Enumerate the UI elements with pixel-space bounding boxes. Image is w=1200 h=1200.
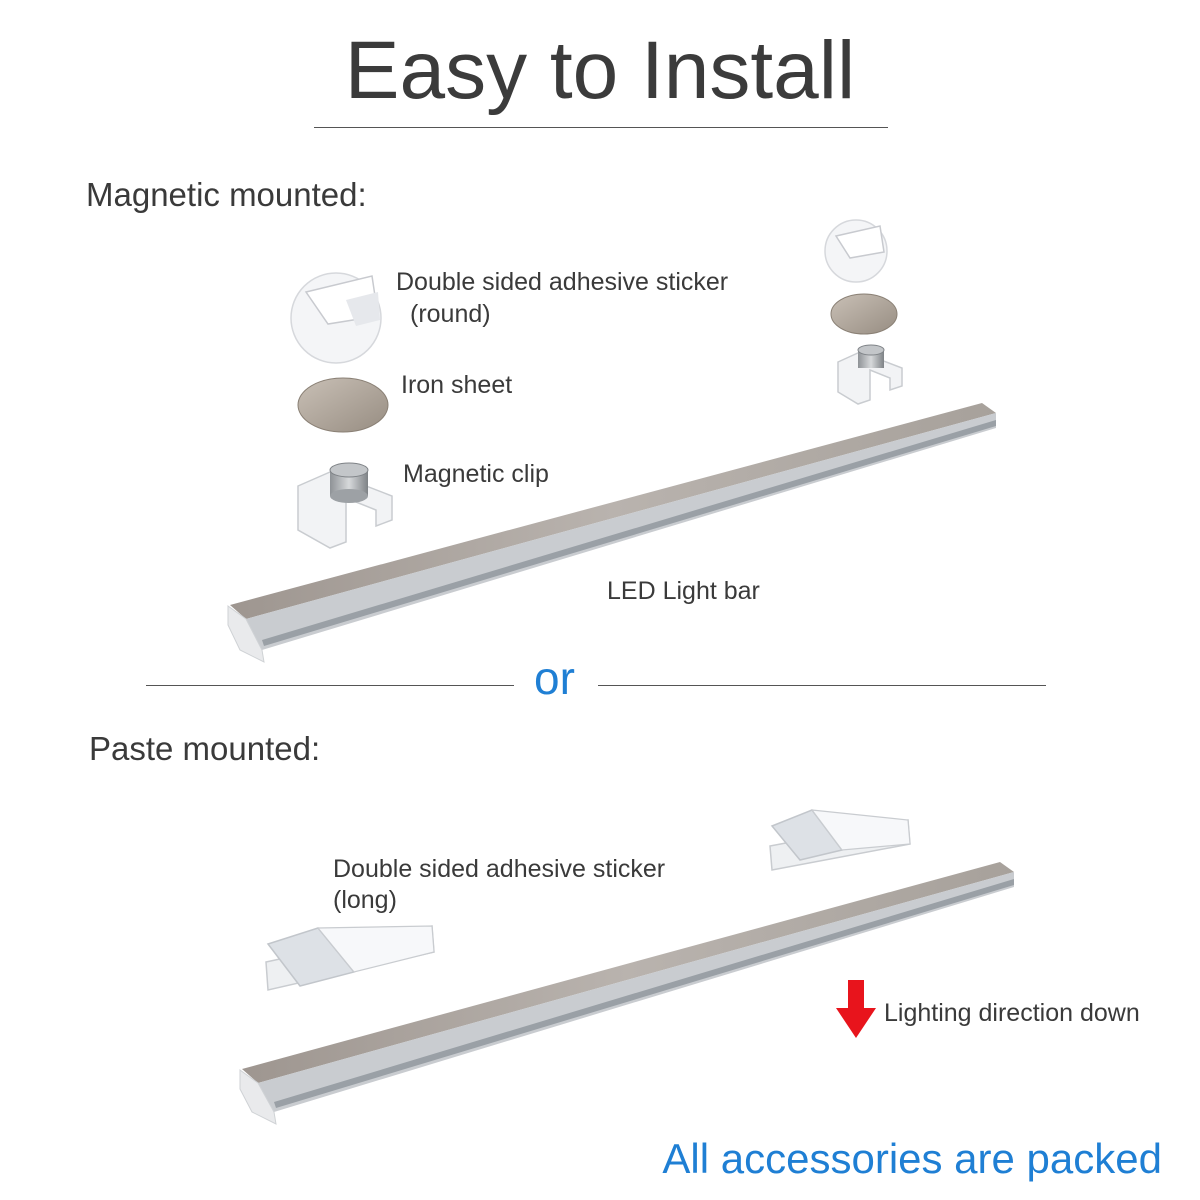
magnetic-clip-small-icon [837,344,903,405]
iron-sheet-icon [297,377,389,433]
title-underline [314,127,888,128]
round-sticker-icon [290,272,382,364]
footer-note: All accessories are packed [662,1135,1162,1182]
or-divider-text: or [534,652,575,704]
page-title: Easy to Install [344,25,856,116]
divider-left [146,685,514,686]
down-arrow-icon [836,980,876,1038]
long-sticker-icon [265,925,435,991]
lighting-direction-label: Lighting direction down [884,999,1140,1027]
sticker-round-sublabel: (round) [410,300,491,328]
magnetic-heading: Magnetic mounted: [86,176,367,213]
magnetic-clip-icon [297,462,393,549]
divider-right [598,685,1046,686]
iron-sheet-label: Iron sheet [401,371,513,399]
long-sticker-small-icon [769,809,911,871]
paste-heading: Paste mounted: [89,730,321,767]
sticker-long-sublabel: (long) [333,886,397,914]
led-light-bar-bottom [239,862,1014,1125]
led-light-bar-top [227,403,996,663]
light-bar-label: LED Light bar [607,577,760,605]
round-sticker-small-icon [824,219,888,283]
magnetic-clip-label: Magnetic clip [403,460,549,488]
sticker-long-label: Double sided adhesive sticker [333,855,666,883]
iron-sheet-small-icon [830,293,898,335]
sticker-round-label: Double sided adhesive sticker [396,268,729,296]
